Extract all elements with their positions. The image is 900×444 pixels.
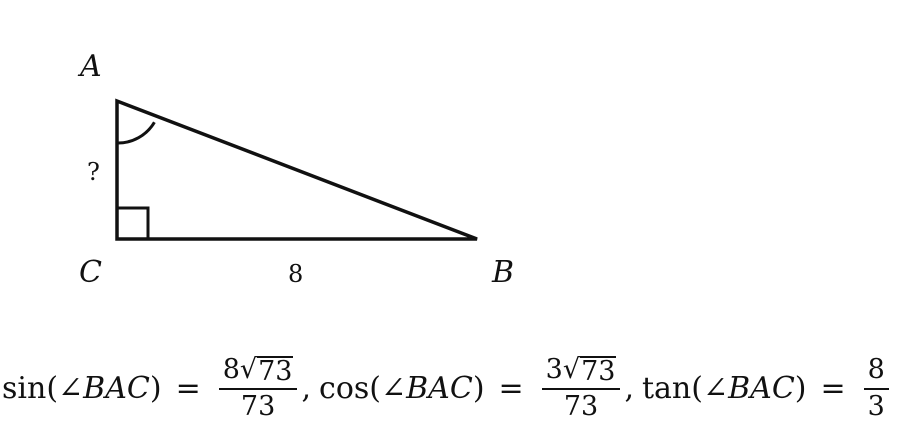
- tan-fraction: 8 3: [863, 354, 889, 422]
- radical-symbol: √: [562, 354, 581, 385]
- cos-numerator-coefficient: 3: [545, 354, 563, 385]
- vertex-label-c: C: [79, 255, 102, 290]
- fraction-bar: [218, 388, 298, 390]
- side-label-ac: ?: [87, 158, 100, 186]
- right-angle-mark: [115, 206, 150, 241]
- tan-angle: ∠BAC: [702, 371, 795, 407]
- sin-radicand: 73: [257, 356, 294, 387]
- tan-numerator: 8: [867, 354, 885, 386]
- radical-symbol: √: [239, 354, 258, 385]
- fraction-bar: [541, 388, 621, 390]
- right-paren: ): [794, 371, 807, 407]
- comma: ,: [301, 371, 312, 407]
- left-paren: (: [691, 371, 703, 407]
- cos-numerator: 3√73: [542, 354, 621, 388]
- cos-fraction: 3√73 73: [541, 354, 621, 422]
- cos-angle: ∠BAC: [381, 371, 473, 407]
- sin-numerator: 8√73: [219, 354, 298, 388]
- triangle-abc: [115, 98, 478, 241]
- tan-denominator: 3: [867, 390, 885, 422]
- cos-radical: √73: [562, 354, 617, 387]
- equals-sign: =: [820, 371, 846, 407]
- sin-denominator: 73: [240, 391, 276, 422]
- sin-angle: ∠BAC: [58, 371, 150, 407]
- angle-arc-mark: [116, 121, 156, 145]
- side-label-cb: 8: [288, 260, 303, 288]
- vertex-label-a: A: [77, 49, 102, 84]
- right-paren: ): [149, 371, 162, 407]
- left-paren: (: [46, 371, 59, 407]
- comma: ,: [624, 371, 634, 407]
- equals-sign: =: [498, 371, 524, 407]
- equals-sign: =: [175, 371, 201, 407]
- sin-fraction: 8√73 73: [218, 354, 298, 422]
- sin-function: sin: [2, 371, 47, 407]
- trig-ratio-formula: sin(∠BAC) = 8√73 73 , cos(∠BAC) = 3√73 7…: [2, 354, 893, 422]
- vertex-label-b: B: [491, 255, 514, 290]
- sin-radical: √73: [239, 354, 294, 387]
- sin-numerator-coefficient: 8: [222, 354, 240, 385]
- cos-function: cos: [319, 371, 370, 407]
- right-paren: ): [472, 371, 485, 407]
- fraction-bar: [863, 387, 889, 390]
- cos-denominator: 73: [563, 391, 599, 422]
- cos-radicand: 73: [580, 356, 617, 387]
- tan-function: tan: [641, 371, 692, 407]
- left-paren: (: [369, 371, 381, 407]
